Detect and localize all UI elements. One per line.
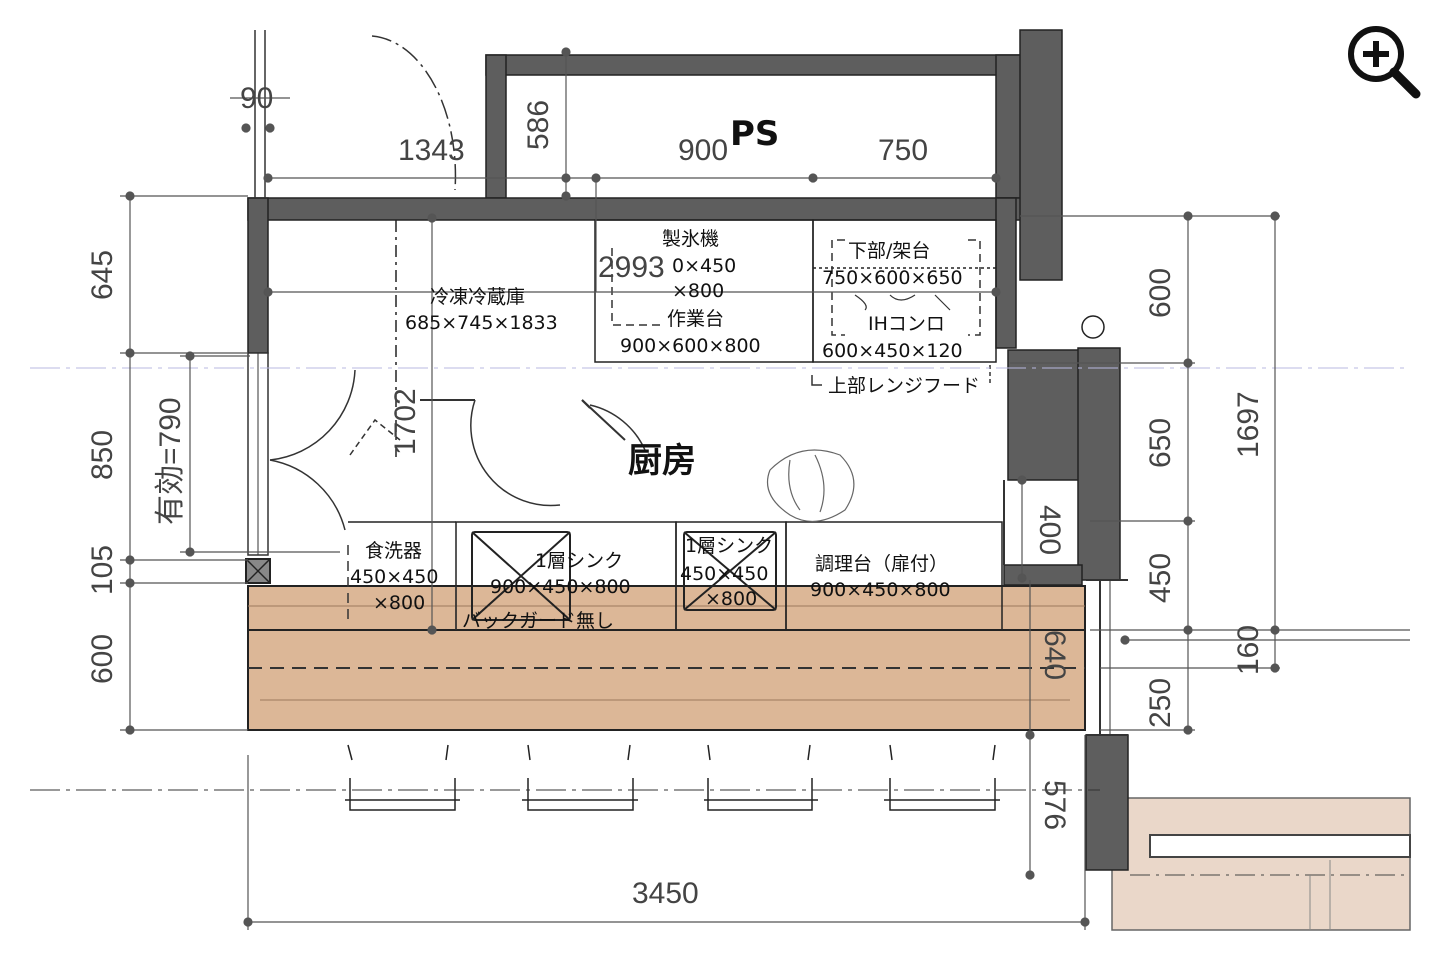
dim-2993: 2993 — [598, 251, 665, 284]
dim-576: 576 — [1038, 780, 1071, 830]
dishwasher-size-2: ×800 — [373, 592, 425, 614]
counter-size: 900×450×800 — [810, 579, 951, 601]
dishwasher-name: 食洗器 — [365, 540, 422, 562]
sink2-size-1: 450×450 — [680, 563, 768, 585]
dim-3450: 3450 — [632, 877, 699, 910]
worktable-name: 作業台 — [667, 308, 724, 330]
icemaker-name: 製氷機 — [662, 228, 719, 250]
dim-1697: 1697 — [1232, 391, 1265, 458]
dishwasher-size-1: 450×450 — [350, 566, 438, 588]
dim-105: 105 — [86, 545, 119, 595]
dim-750: 750 — [878, 134, 928, 167]
ih-name: IHコンロ — [868, 313, 945, 335]
dim-650: 650 — [1144, 418, 1177, 468]
zoom-in-icon[interactable] — [1340, 18, 1424, 102]
icemaker-size-2: ×800 — [672, 280, 724, 302]
sink1-size: 900×450×800 — [490, 576, 631, 598]
hood-name: 上部レンジフード — [828, 375, 980, 397]
floor-beam — [1149, 834, 1411, 858]
walls — [247, 29, 1129, 871]
fridge-name: 冷凍冷蔵庫 — [430, 286, 525, 308]
ps-label: PS — [730, 114, 779, 154]
fridge-size: 685×745×1833 — [405, 312, 558, 334]
dim-640: 640 — [1038, 630, 1071, 680]
rack-size: 750×600×650 — [822, 267, 963, 289]
dim-600-left: 600 — [86, 634, 119, 684]
dim-90: 90 — [240, 82, 273, 115]
dim-1343: 1343 — [398, 134, 465, 167]
dim-600-right: 600 — [1144, 268, 1177, 318]
sink1-name: 1層シンク — [535, 550, 623, 572]
dim-850: 850 — [86, 430, 119, 480]
backguard-note: バックガード無し — [462, 610, 614, 632]
outlet-circle — [1081, 315, 1105, 339]
sink2-size-2: ×800 — [705, 588, 757, 610]
dimension-lines — [120, 47, 1410, 930]
counter-top — [247, 585, 1086, 731]
dim-400: 400 — [1033, 505, 1066, 555]
counter-name: 調理台（扉付） — [815, 553, 948, 575]
stools — [345, 744, 1000, 811]
worktable-size: 900×600×800 — [620, 335, 761, 357]
ih-size: 600×450×120 — [822, 340, 963, 362]
sink2-name: 1層シンク — [685, 535, 773, 557]
dim-900: 900 — [678, 134, 728, 167]
dim-1702: 1702 — [389, 388, 422, 455]
icemaker-size-1: 0×450 — [672, 255, 736, 277]
dim-effective-790: 有効=790 — [154, 397, 187, 525]
floor-patch — [1111, 797, 1411, 931]
dim-160: 160 — [1232, 625, 1265, 675]
rack-name: 下部/架台 — [848, 240, 930, 262]
dim-250: 250 — [1144, 678, 1177, 728]
dim-586: 586 — [522, 100, 555, 150]
dim-645: 645 — [86, 250, 119, 300]
room-name: 厨房 — [628, 441, 696, 481]
dim-450: 450 — [1144, 553, 1177, 603]
